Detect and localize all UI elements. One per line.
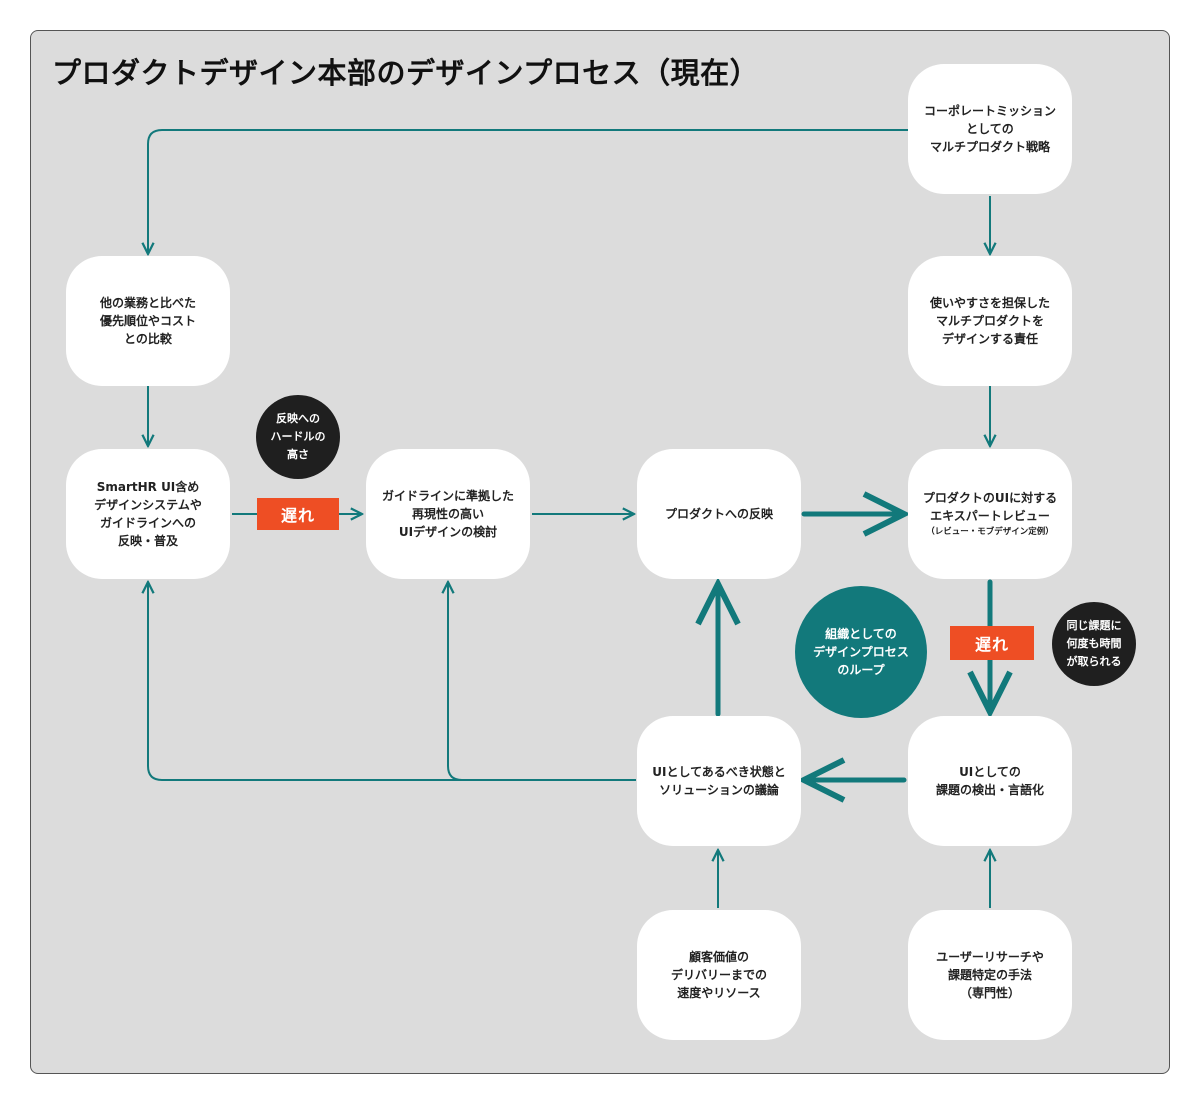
node-label: プロダクトへの反映 <box>664 507 773 521</box>
arrow-ideal-to-guideline <box>448 582 463 781</box>
node-guideline-ui: ガイドラインに準拠した 再現性の高い UIデザインの検討 <box>366 449 530 579</box>
node-compare-priority: 他の業務と比べた 優先順位やコスト との比較 <box>66 256 230 386</box>
node-customer-value: 顧客価値の デリバリーまでの 速度やリソース <box>637 910 801 1040</box>
node-label: ユーザーリサーチや 課題特定の手法 （専門性） <box>936 950 1044 1000</box>
node-smarthr-ui: SmartHR UI含め デザインシステムや ガイドラインへの 反映・普及 <box>66 449 230 579</box>
node-label: 他の業務と比べた 優先順位やコスト との比較 <box>99 296 196 346</box>
node-label: ガイドラインに準拠した 再現性の高い UIデザインの検討 <box>381 489 514 539</box>
node-corporate-mission: コーポレートミッション としての マルチプロダクト戦略 <box>908 64 1072 194</box>
node-usability-responsibility: 使いやすさを担保した マルチプロダクトを デザインする責任 <box>908 256 1072 386</box>
node-label: UIとしての 課題の検出・言語化 <box>935 765 1044 797</box>
node-label: 顧客価値の デリバリーまでの 速度やリソース <box>670 950 767 1000</box>
node-label: UIとしてあるべき状態と ソリューションの議論 <box>652 765 786 797</box>
node-ideal-state: UIとしてあるべき状態と ソリューションの議論 <box>637 716 801 846</box>
node-label: 使いやすさを担保した マルチプロダクトを デザインする責任 <box>929 296 1050 346</box>
node-user-research: ユーザーリサーチや 課題特定の手法 （専門性） <box>908 910 1072 1040</box>
node-label: プロダクトのUIに対する エキスパートレビュー <box>922 491 1058 523</box>
note-reflection-hurdle: 反映への ハードルの 高さ <box>256 395 340 479</box>
delay-badge-right: 遅れ <box>950 626 1034 660</box>
arrow-ideal-to-smarthr <box>148 582 636 781</box>
node-label: コーポレートミッション としての マルチプロダクト戦略 <box>923 104 1056 154</box>
org-loop-circle: 組織としての デザインプロセス のループ <box>795 586 927 718</box>
node-ui-issues: UIとしての 課題の検出・言語化 <box>908 716 1072 846</box>
diagram-title: プロダクトデザイン本部のデザインプロセス（現在） <box>52 56 760 90</box>
node-expert-review: プロダクトのUIに対する エキスパートレビュー （レビュー・モブデザイン定例） <box>908 449 1072 579</box>
node-product-reflection: プロダクトへの反映 <box>637 449 801 579</box>
note-repeated-time: 同じ課題に 何度も時間 が取られる <box>1052 602 1136 686</box>
node-sublabel: （レビュー・モブデザイン定例） <box>926 527 1054 537</box>
node-label: SmartHR UI含め デザインシステムや ガイドラインへの 反映・普及 <box>94 480 202 548</box>
delay-badge-left: 遅れ <box>257 498 339 530</box>
arrow-mission-to-priority <box>148 129 908 254</box>
